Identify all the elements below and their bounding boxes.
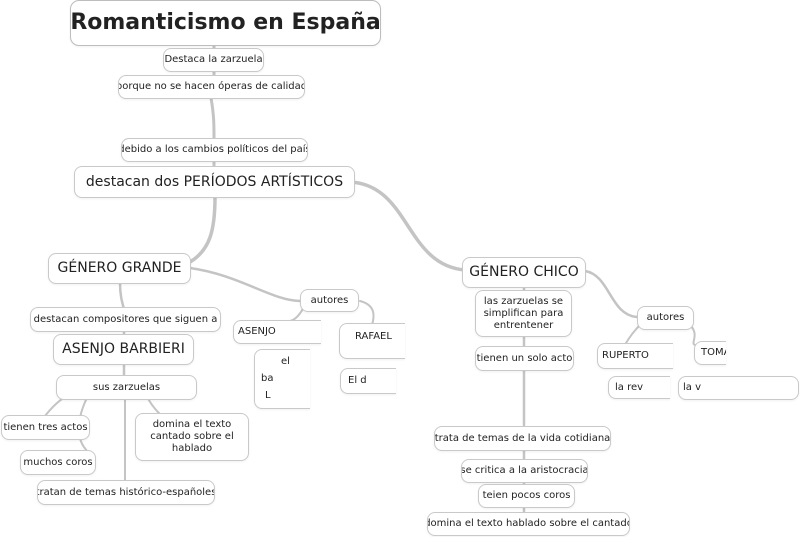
link-grande-autores [188, 266, 302, 303]
link-periods-chico [348, 180, 467, 272]
node-ruperto[interactable]: RUPERTO [597, 343, 673, 369]
node-temas-historicos[interactable]: tratan de temas histórico-españoles [37, 480, 215, 505]
node-sus-zarzuelas[interactable]: sus zarzuelas [56, 375, 197, 400]
node-genero-chico[interactable]: GÉNERO CHICO [462, 257, 586, 288]
node-vida-cotidiana[interactable]: trata de temas de la vida cotidiana [434, 426, 611, 451]
node-asenjo-barbieri[interactable]: ASENJO BARBIERI [53, 334, 194, 365]
node-asenjo-works[interactable]: el ba L [254, 349, 310, 409]
node-ruperto-work[interactable]: la rev [608, 376, 670, 399]
node-no-operas[interactable]: porque no se hacen óperas de calidad [118, 75, 305, 99]
node-solo-acto[interactable]: tienen un solo acto [475, 346, 574, 371]
node-tomas[interactable]: TOMÁ [694, 341, 726, 365]
node-periodos-artisticos[interactable]: destacan dos PERÍODOS ARTÍSTICOS [74, 166, 355, 198]
node-rafael[interactable]: RAFAEL [339, 323, 405, 359]
node-se-simplifican[interactable]: las zarzuelas se simplifican para entren… [475, 290, 572, 337]
asenjo-work-line-2: ba [261, 372, 274, 384]
node-tres-actos[interactable]: tienen tres actos [1, 415, 90, 440]
link-periods-grande [188, 195, 217, 264]
node-chico-autores[interactable]: autores [637, 306, 694, 330]
link-chico-autores [583, 269, 639, 319]
node-destacan-compositores[interactable]: destacan compositores que siguen a [30, 307, 221, 332]
asenjo-work-line-1: el [281, 356, 290, 368]
node-critica-aristocracia[interactable]: se critica a la aristocracia [461, 459, 588, 483]
node-destaca-zarzuela[interactable]: Destaca la zarzuela [163, 48, 264, 72]
node-rafael-work[interactable]: El d [340, 368, 396, 394]
node-pocos-coros[interactable]: teien pocos coros [478, 484, 575, 508]
node-grande-autores[interactable]: autores [300, 289, 359, 312]
link-autores-rafael [359, 300, 375, 326]
node-tomas-work[interactable]: la v [678, 376, 799, 400]
node-asenjo[interactable]: ASENJO [233, 320, 321, 344]
node-genero-grande[interactable]: GÉNERO GRANDE [48, 253, 191, 284]
link-autores-ruperto [624, 324, 641, 346]
map-title[interactable]: Romanticismo en España [70, 0, 381, 46]
node-cambios-politicos[interactable]: debido a los cambios políticos del país [121, 138, 308, 162]
node-domina-cantado[interactable]: domina el texto cantado sobre el hablado [135, 413, 249, 461]
asenjo-work-line-3: L [265, 389, 271, 401]
link-grande-composers [118, 281, 126, 311]
node-muchos-coros[interactable]: muchos coros [20, 450, 96, 475]
node-domina-hablado[interactable]: domina el texto hablado sobre el cantado [427, 512, 630, 536]
